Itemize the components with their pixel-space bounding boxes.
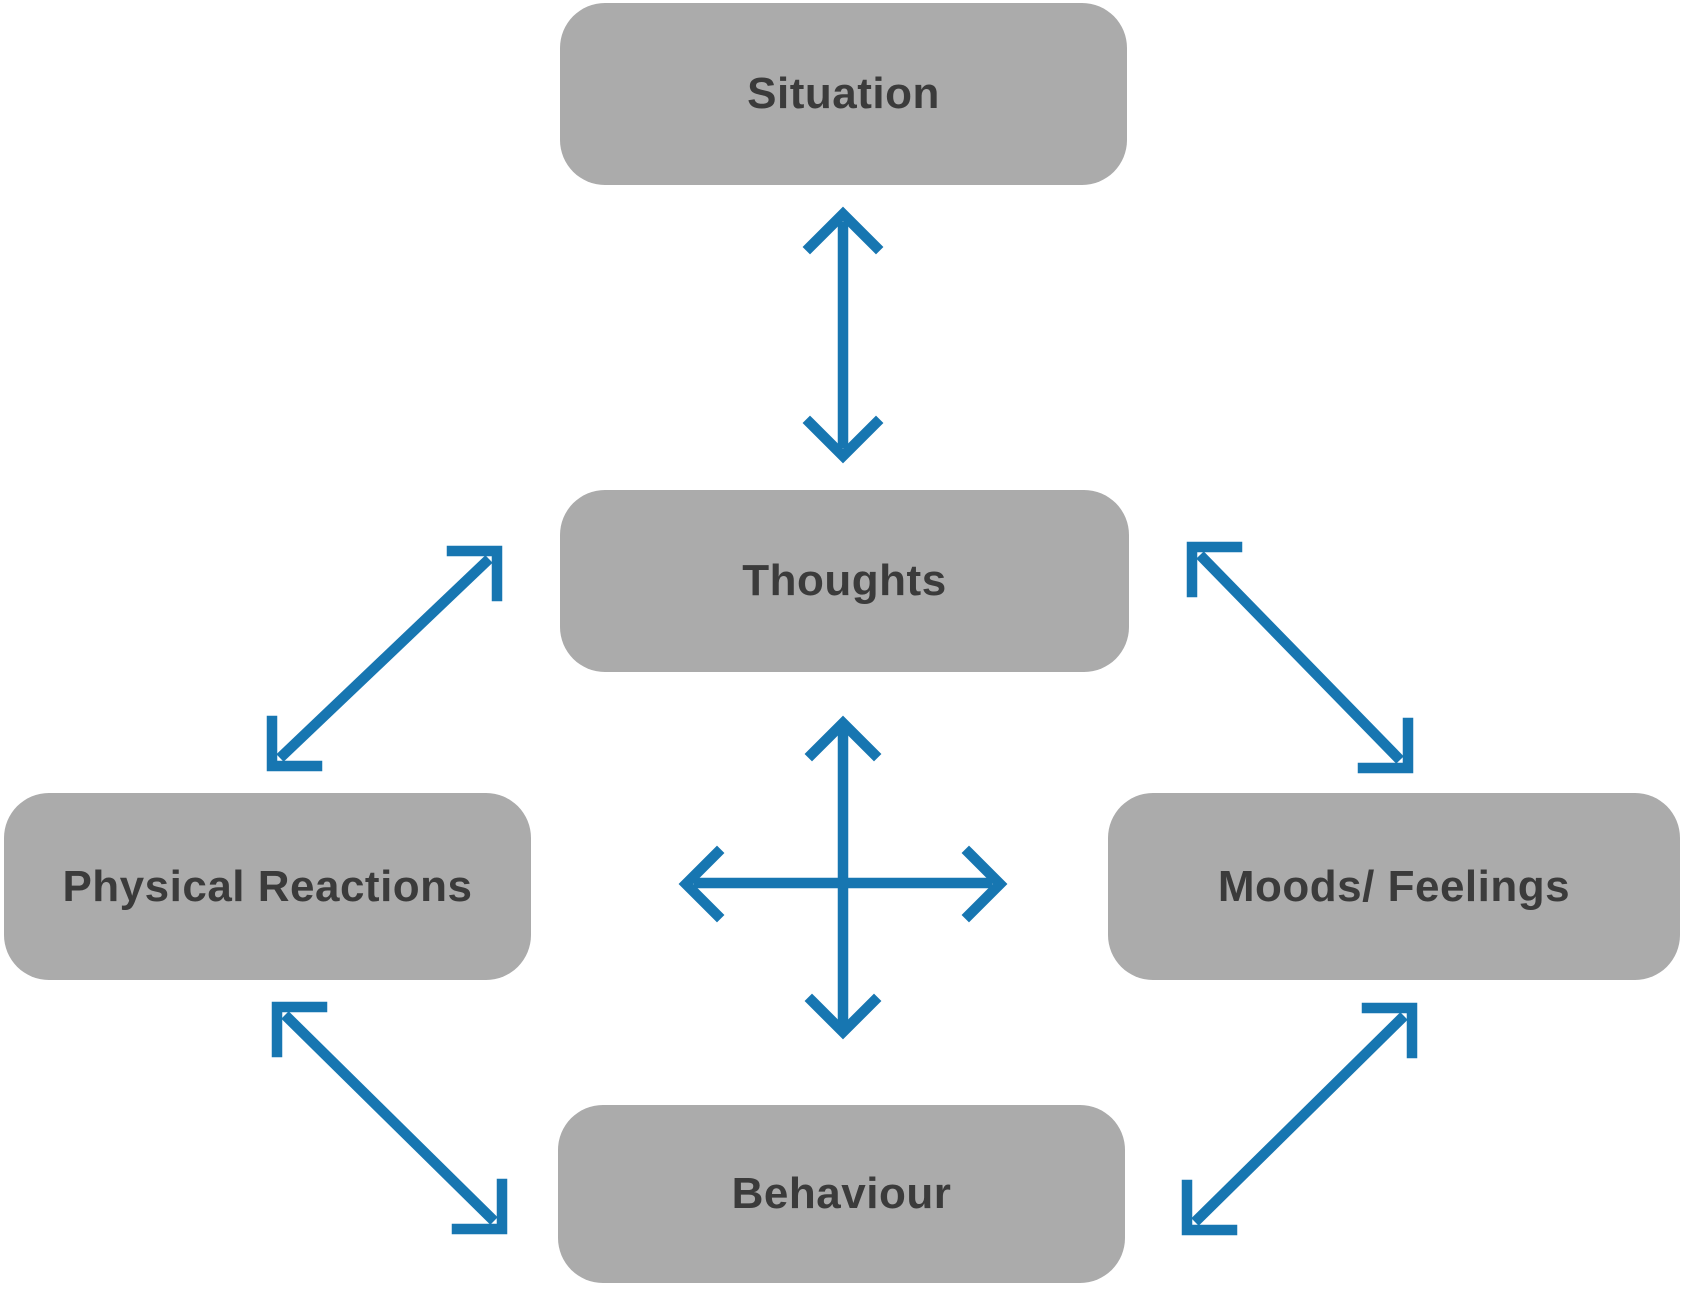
arrow-center-cross	[678, 715, 1008, 1040]
arrow-shaft	[1191, 1012, 1408, 1226]
node-behaviour: Behaviour	[558, 1105, 1125, 1283]
node-behaviour-label: Behaviour	[731, 1169, 952, 1218]
node-moods-feelings-label: Moods/ Feelings	[1217, 861, 1571, 911]
arrow-shaft	[276, 555, 493, 762]
arrow-shaft	[281, 1011, 498, 1225]
node-situation: Situation	[560, 3, 1127, 185]
arrowhead-up-icon	[802, 206, 884, 255]
arrow-physical-behaviour	[271, 1001, 508, 1235]
node-moods-feelings: Moods/ Feelings	[1108, 793, 1680, 980]
node-physical-reactions: Physical Reactions	[4, 793, 531, 980]
arrow-moods-behaviour	[1181, 1002, 1418, 1236]
arrowhead-upright-icon	[1361, 1002, 1418, 1059]
arrowhead-upleft-icon	[1186, 541, 1243, 598]
arrowhead-left-icon	[678, 845, 725, 923]
node-thoughts-label: Thoughts	[742, 556, 947, 605]
arrowhead-downright-icon	[451, 1178, 508, 1235]
arrow-shaft	[1196, 551, 1404, 764]
arrowhead-upleft-icon	[271, 1001, 328, 1058]
arrowhead-down-icon	[804, 993, 882, 1040]
arrow-situation-thoughts	[802, 206, 884, 464]
arrowhead-downleft-icon	[1181, 1179, 1238, 1236]
arrowhead-downleft-icon	[266, 715, 323, 772]
node-physical-reactions-label: Physical Reactions	[62, 861, 473, 911]
arrowhead-downright-icon	[1357, 717, 1414, 774]
arrow-thoughts-physical	[266, 545, 503, 772]
arrowhead-right-icon	[961, 845, 1008, 923]
arrowhead-upright-icon	[446, 545, 503, 602]
arrowhead-up-icon	[804, 715, 882, 762]
node-situation-label: Situation	[747, 69, 940, 118]
node-thoughts: Thoughts	[560, 490, 1129, 672]
arrow-thoughts-moods	[1186, 541, 1414, 774]
arrowhead-down-icon	[802, 415, 884, 464]
